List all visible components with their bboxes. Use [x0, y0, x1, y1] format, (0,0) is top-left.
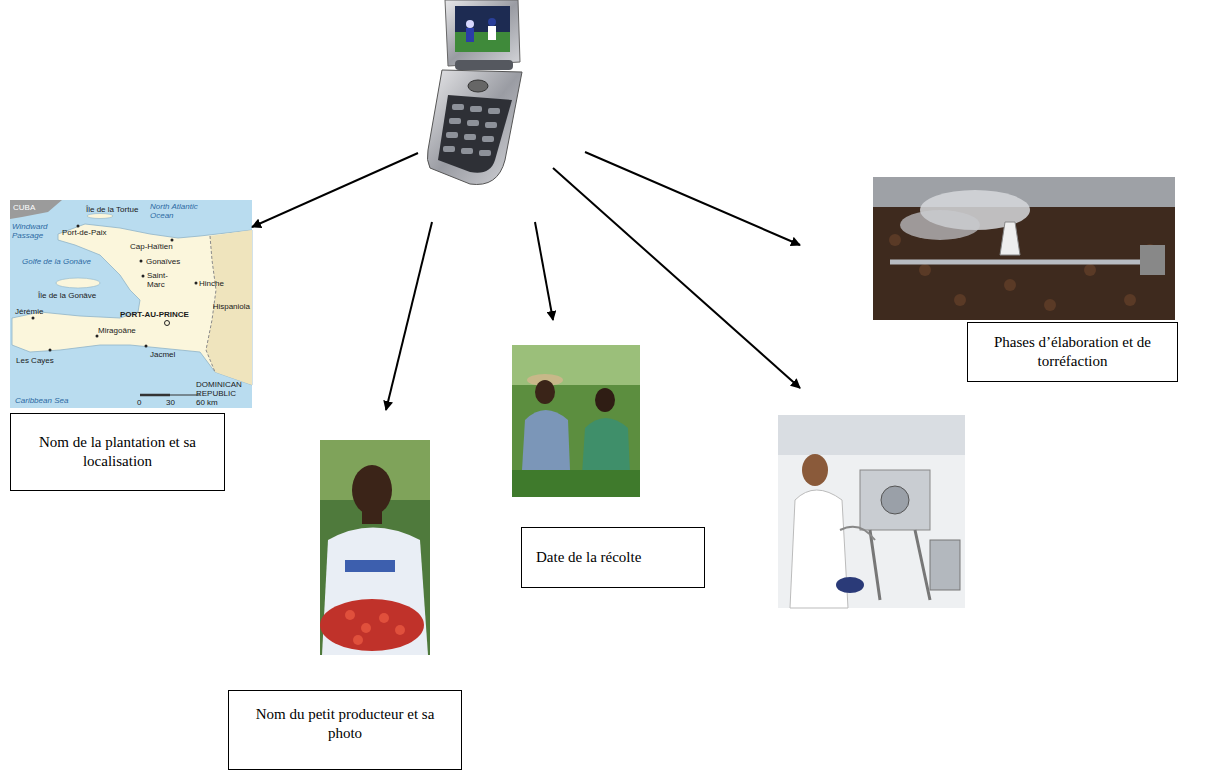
- map-label: CUBA: [13, 203, 35, 212]
- pointer-arrows: [252, 152, 800, 410]
- caption-text: Date de la récolte: [532, 548, 694, 567]
- caption-box: Nom du petit producteur et sa photo: [228, 690, 462, 770]
- map-label: North Atlantic Ocean: [150, 202, 208, 220]
- map-label: Port-de-Paix: [62, 228, 106, 237]
- map-label: 60 km: [196, 398, 218, 407]
- map-label: Hinche: [199, 279, 224, 288]
- lab-photo: [778, 415, 965, 608]
- caption-box: Date de la récolte: [521, 527, 705, 588]
- map-label: Gonaïves: [146, 257, 180, 266]
- map-label: 30: [166, 398, 175, 407]
- map-label: DOMINICAN REPUBLIC: [196, 380, 248, 398]
- map-label: PORT-AU-PRINCE: [120, 310, 189, 319]
- roasting-photo: [873, 177, 1175, 320]
- map-label: Hispaniola: [213, 302, 250, 311]
- map-label: Miragoâne: [98, 326, 136, 335]
- caption-text: Phases d’élaboration et de torréfaction: [978, 333, 1167, 371]
- haiti-map: [10, 200, 252, 408]
- map-label: Saint-Marc: [147, 271, 173, 289]
- map-label: Les Cayes: [16, 356, 54, 365]
- map-label: Golfe de la Gonâve: [22, 257, 91, 266]
- caption-box: Phases d’élaboration et de torréfaction: [967, 322, 1178, 382]
- caption-text: Nom de la plantation et sa localisation: [21, 433, 214, 471]
- map-label: Cap-Haïtien: [130, 242, 173, 251]
- map-label: Île de la Tortue: [86, 205, 138, 214]
- map-label: Jacmel: [150, 350, 175, 359]
- mobile-phone: [427, 0, 522, 185]
- caption-text: Nom du petit producteur et sa photo: [239, 705, 451, 743]
- map-label: Jérémie: [15, 307, 43, 316]
- harvest-photo: [512, 345, 640, 497]
- map-label: 0: [137, 398, 141, 407]
- caption-box: Nom de la plantation et sa localisation: [10, 413, 225, 491]
- farmer-photo: [320, 440, 430, 655]
- map-label: Caribbean Sea: [15, 396, 68, 405]
- map-label: Windward Passage: [12, 222, 52, 240]
- map-label: Île de la Gonâve: [38, 291, 96, 300]
